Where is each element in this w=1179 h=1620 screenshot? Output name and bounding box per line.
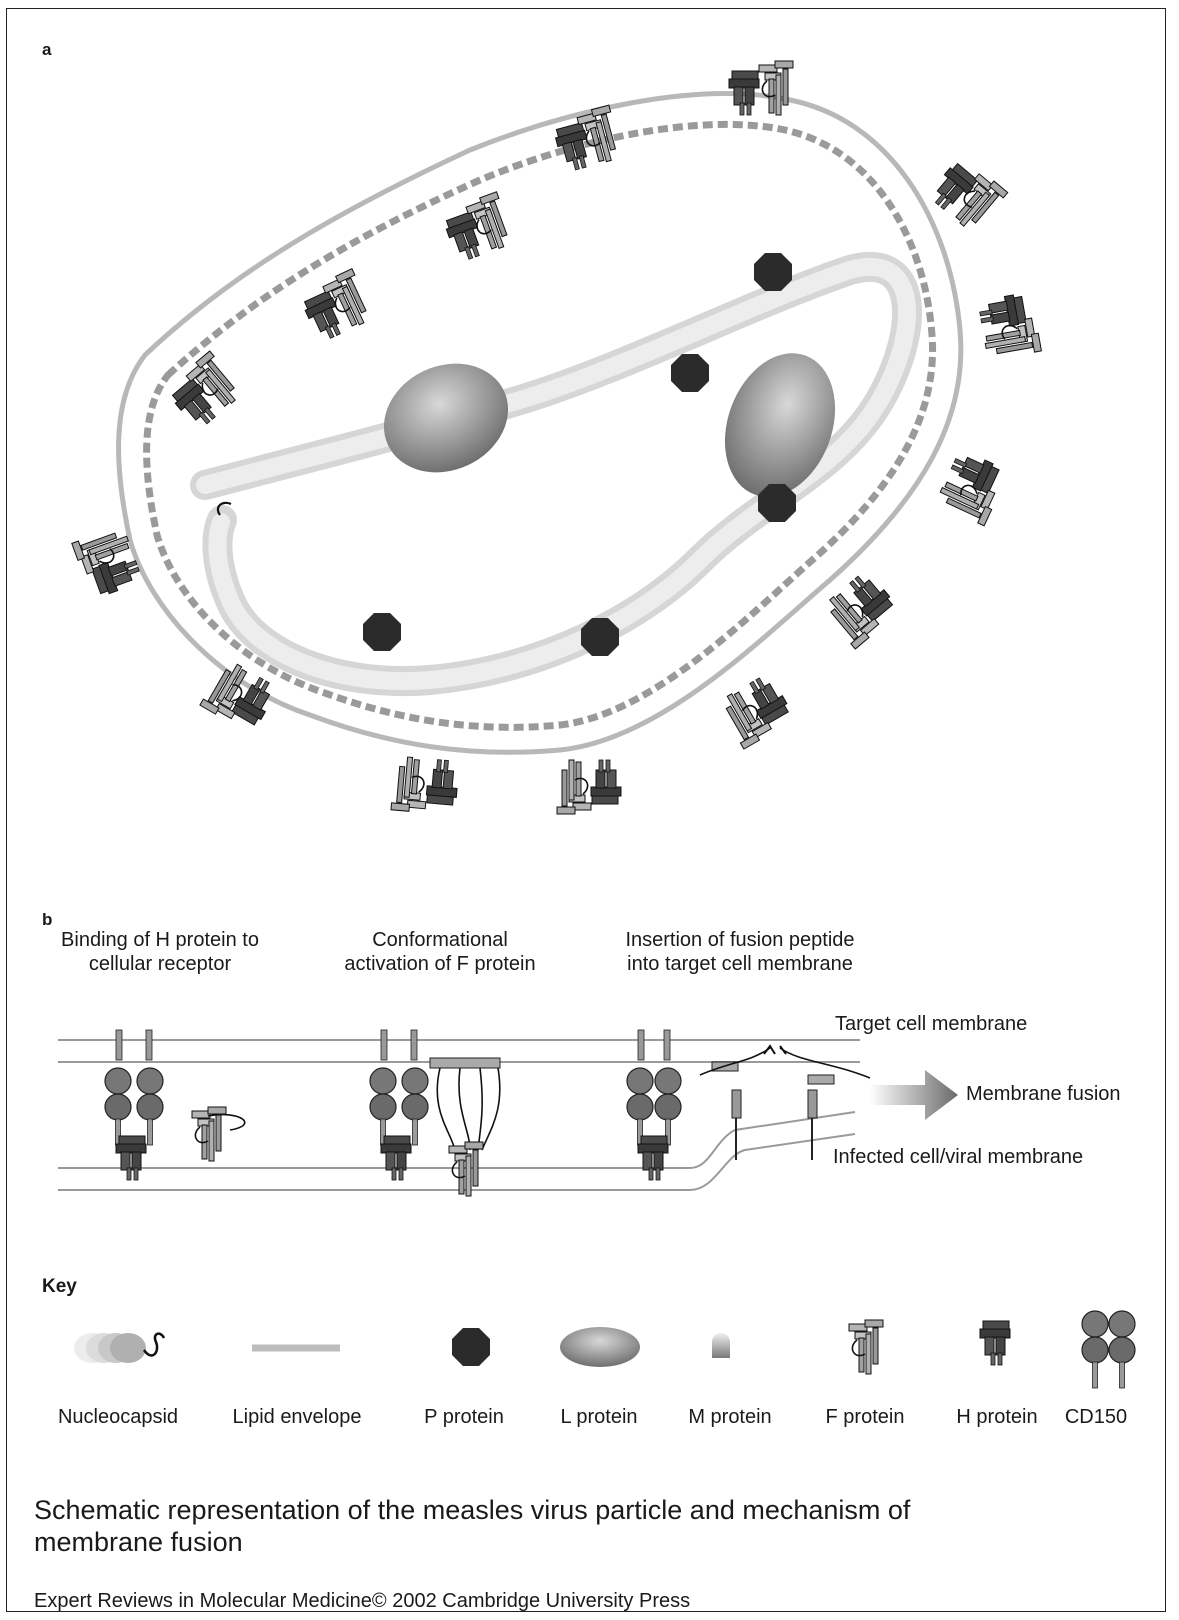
key-label-p-protein: P protein — [389, 1406, 539, 1429]
membrane-fusion-label: Membrane fusion — [966, 1083, 1121, 1106]
p-protein-icon — [452, 1328, 490, 1366]
fusion-arrow — [870, 1070, 958, 1120]
panel-a-label: a — [42, 40, 51, 60]
p-protein — [754, 253, 792, 291]
cd150-icon — [1082, 1311, 1135, 1388]
p-protein — [758, 484, 796, 522]
figure-caption-title: Schematic representation of the measles … — [34, 1494, 934, 1558]
p-protein — [363, 613, 401, 651]
target-membrane-label: Target cell membrane — [835, 1013, 1027, 1036]
figure-credit: Expert Reviews in Molecular Medicine© 20… — [34, 1590, 690, 1613]
step-2-caption: Conformational activation of F protein — [340, 928, 540, 976]
key-label-nucleocapsid: Nucleocapsid — [43, 1406, 193, 1429]
key-label-f-protein: F protein — [790, 1406, 940, 1429]
key-icons — [74, 1311, 1135, 1388]
l-protein — [366, 344, 526, 492]
envelope-glycoproteins — [72, 61, 1042, 815]
step-3-caption: Insertion of fusion peptide into target … — [610, 928, 870, 976]
h-protein-icon — [980, 1321, 1010, 1365]
infected-membrane-label: Infected cell/viral membrane — [833, 1146, 1083, 1169]
fusion-step-1 — [105, 1030, 245, 1180]
key-title: Key — [42, 1276, 77, 1298]
key-label-cd150: CD150 — [1036, 1406, 1156, 1429]
m-protein-icon — [712, 1333, 730, 1358]
key-label-m-protein: M protein — [655, 1406, 805, 1429]
p-protein — [581, 618, 619, 656]
panel-b-label: b — [42, 910, 52, 930]
f-protein-icon — [849, 1320, 883, 1374]
p-protein — [671, 354, 709, 392]
key-label-lipid-envelope: Lipid envelope — [222, 1406, 372, 1429]
key-label-l-protein: L protein — [524, 1406, 674, 1429]
l-protein-icon — [560, 1327, 640, 1367]
step-1-caption: Binding of H protein to cellular recepto… — [60, 928, 260, 976]
fusion-step-2 — [370, 1030, 500, 1196]
nucleocapsid-icon — [74, 1333, 164, 1363]
